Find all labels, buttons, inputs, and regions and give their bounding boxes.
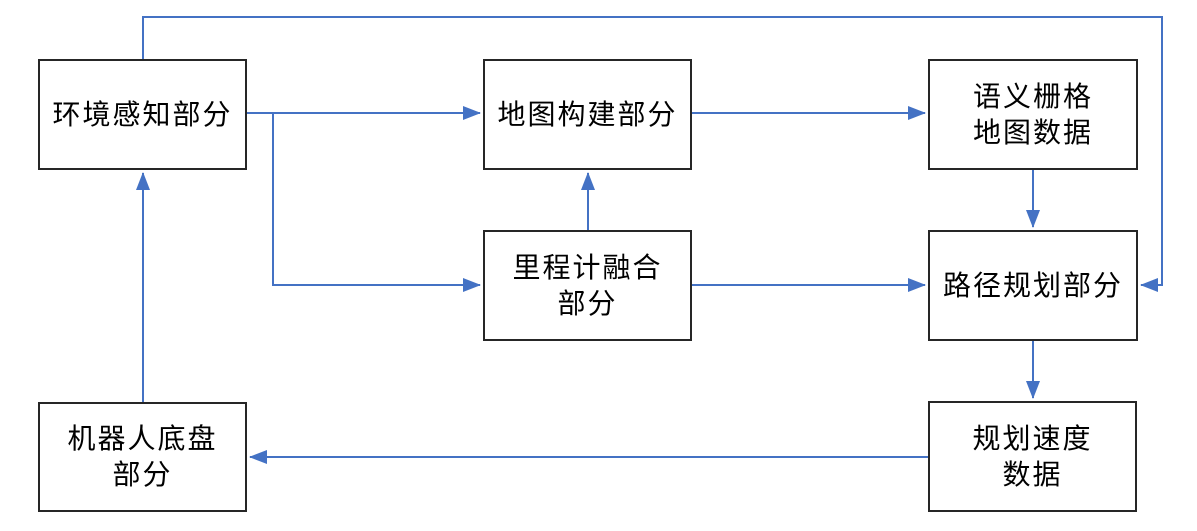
node-label: 路径规划部分 [942, 269, 1123, 301]
node-label: 里程计融合 [512, 251, 663, 283]
node-odometry-fusion: 里程计融合部分 [483, 230, 692, 341]
node-map-construction: 地图构建部分 [483, 59, 692, 170]
node-label: 规划速度 [972, 422, 1093, 454]
node-label: 地图构建部分 [497, 98, 678, 130]
node-label: 部分 [557, 287, 618, 319]
node-label: 地图数据 [972, 116, 1093, 148]
node-label: 机器人底盘 [67, 423, 218, 455]
node-label: 语义栅格 [972, 80, 1093, 112]
node-environment-perception: 环境感知部分 [38, 59, 247, 170]
node-label: 数据 [1002, 458, 1063, 490]
node-label: 环境感知部分 [52, 98, 233, 130]
edges-group [136, 16, 1163, 464]
node-semantic-grid-map-data: 语义栅格地图数据 [928, 59, 1138, 170]
node-label: 部分 [112, 459, 173, 490]
node-path-planning: 路径规划部分 [928, 230, 1138, 341]
node-robot-chassis: 机器人底盘部分 [38, 402, 247, 512]
edge-environment-perception-to-odometry-fusion [272, 113, 481, 292]
node-planned-speed-data: 规划速度数据 [928, 401, 1137, 512]
edge-environment-perception-to-path-planning-loop [142, 16, 1163, 292]
